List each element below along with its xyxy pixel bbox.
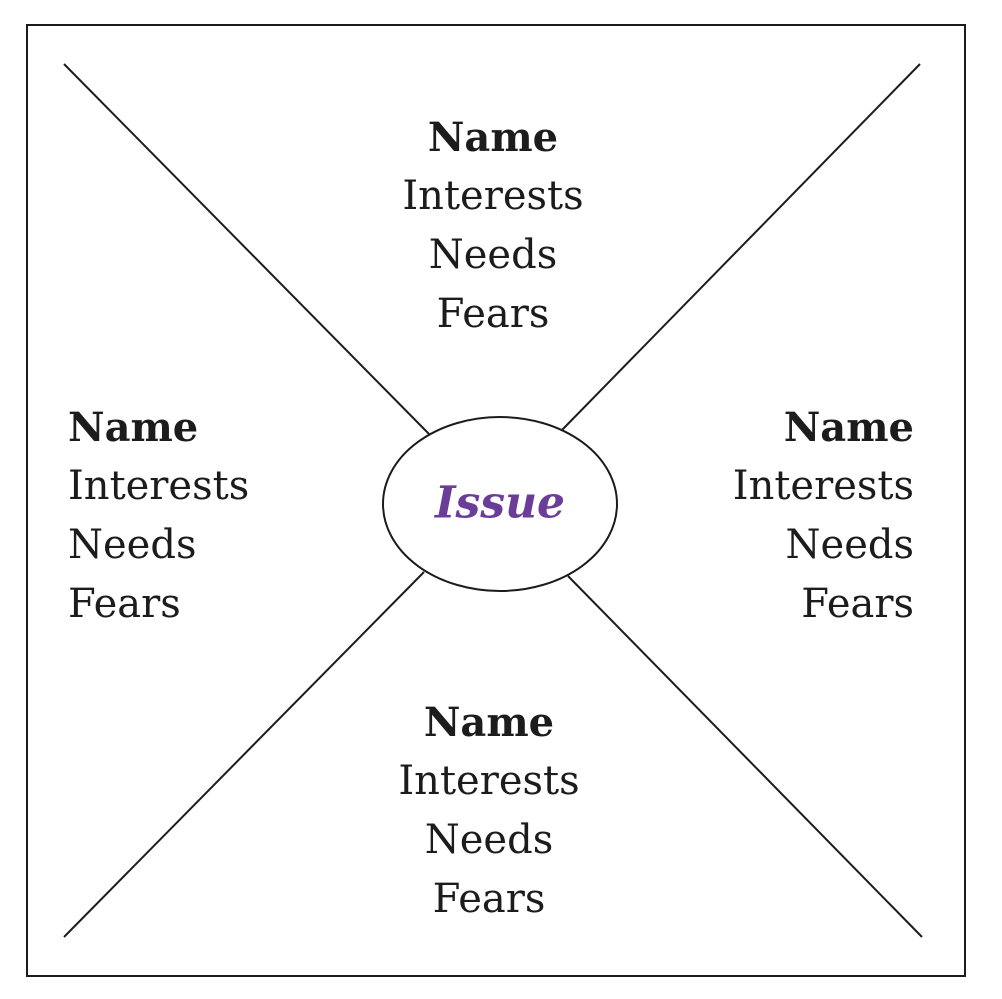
party-bottom: Name Interests Needs Fears	[398, 693, 579, 929]
party-fears: Fears	[801, 581, 914, 627]
party-needs: Needs	[68, 522, 197, 568]
party-interests: Interests	[398, 758, 580, 804]
party-fears: Fears	[432, 876, 546, 922]
party-fears: Fears	[436, 291, 550, 337]
party-name: Name	[427, 114, 559, 161]
issue-ellipse	[382, 416, 618, 592]
party-name: Name	[783, 404, 914, 451]
diagram-frame	[26, 24, 966, 977]
party-needs: Needs	[428, 232, 558, 278]
party-needs: Needs	[785, 522, 914, 568]
party-right: Name Interests Needs Fears	[733, 398, 914, 634]
diagonal-top-left	[63, 63, 431, 436]
diagonal-bottom-left	[63, 571, 425, 938]
party-needs: Needs	[424, 817, 554, 863]
party-interests: Interests	[68, 463, 250, 509]
party-fears: Fears	[68, 581, 181, 627]
party-interests: Interests	[402, 173, 584, 219]
party-name: Name	[68, 404, 199, 451]
party-interests: Interests	[732, 463, 914, 509]
party-name: Name	[423, 699, 555, 746]
party-top: Name Interests Needs Fears	[402, 108, 583, 344]
diagonal-bottom-right	[567, 575, 923, 938]
party-left: Name Interests Needs Fears	[68, 398, 249, 634]
issue-label: Issue	[434, 477, 566, 529]
diagonal-top-right	[561, 63, 921, 431]
